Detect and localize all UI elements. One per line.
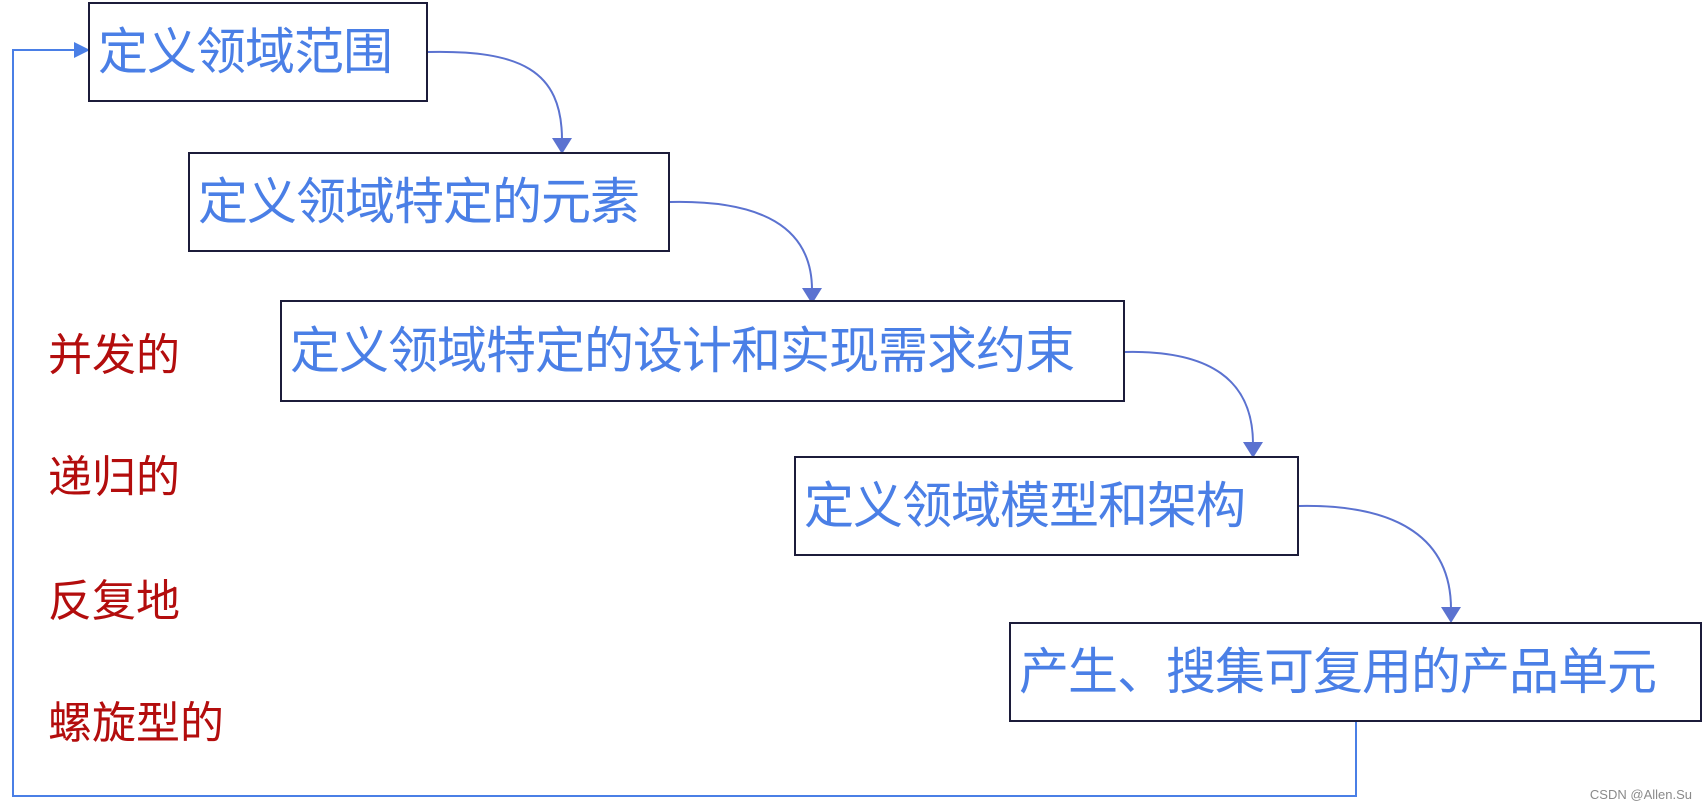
connector-arrow-3-4	[1124, 350, 1254, 445]
arrowhead-3-4	[1243, 442, 1263, 458]
side-label-concurrent: 并发的	[48, 330, 180, 381]
feedback-loop-arrowhead	[74, 42, 90, 58]
connector-arrow-4-5	[1298, 504, 1452, 610]
step-box-define-design-constraints: 定义领域特定的设计和实现需求约束	[280, 300, 1125, 402]
arrowhead-4-5	[1441, 607, 1461, 623]
side-label-iterative: 反复地	[48, 576, 180, 627]
arrowhead-2-3	[802, 288, 822, 304]
step-box-define-domain-model: 定义领域模型和架构	[794, 456, 1299, 556]
step-label: 定义领域特定的元素	[198, 173, 640, 231]
side-label-recursive: 递归的	[48, 452, 180, 503]
watermark: CSDN @Allen.Su	[1589, 787, 1692, 802]
step-box-define-domain-elements: 定义领域特定的元素	[188, 152, 670, 252]
step-label: 产生、搜集可复用的产品单元	[1019, 643, 1657, 701]
feedback-loop-line	[12, 49, 1357, 797]
arrowhead-1-2	[552, 138, 572, 154]
connector-arrow-1-2	[427, 50, 563, 141]
step-label: 定义领域特定的设计和实现需求约束	[290, 322, 1075, 380]
step-box-produce-reusable-units: 产生、搜集可复用的产品单元	[1009, 622, 1702, 722]
step-label: 定义领域模型和架构	[804, 477, 1246, 535]
side-label-spiral: 螺旋型的	[48, 698, 224, 749]
step-box-define-domain-scope: 定义领域范围	[88, 2, 428, 102]
step-label: 定义领域范围	[98, 23, 393, 81]
connector-arrow-2-3	[669, 200, 813, 291]
